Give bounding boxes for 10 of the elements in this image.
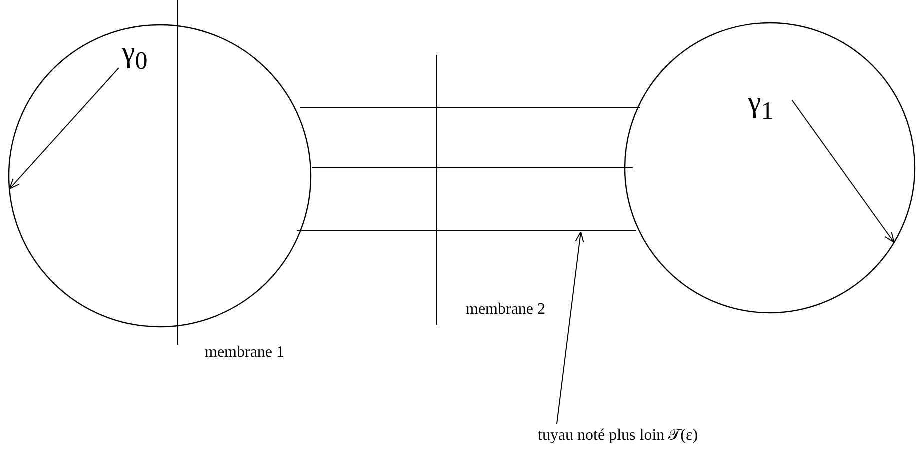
membrane-label: membrane 1 — [205, 344, 285, 362]
leader-arrow — [556, 232, 584, 424]
circle-domain — [8, 24, 312, 328]
math-label: γ$_{1}$ — [748, 86, 796, 120]
membrane-label: membrane 2 — [466, 301, 546, 319]
circle-domain — [624, 22, 916, 314]
math-label: γ$_{0}$ — [122, 36, 168, 70]
leader-arrow — [792, 100, 895, 244]
leader-arrow — [9, 68, 120, 190]
annotation-text: tuyau noté plus loin 𝒯(ε) — [538, 424, 778, 448]
